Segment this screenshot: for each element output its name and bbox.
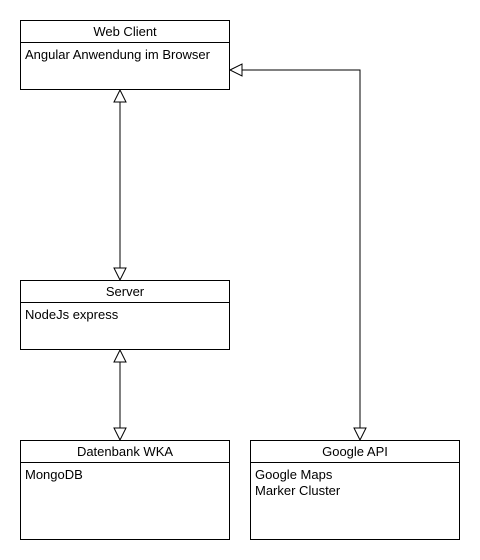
- node-google-api-line-1: Google Maps: [255, 467, 333, 482]
- node-web-client-line: Angular Anwendung im Browser: [25, 47, 210, 62]
- node-google-api-title: Google API: [251, 441, 459, 463]
- node-web-client-title: Web Client: [21, 21, 229, 43]
- arrowhead-webclient-top: [113, 88, 127, 103]
- arrowhead-webclient-right: [228, 63, 243, 77]
- node-datenbank-body: MongoDB: [21, 463, 229, 487]
- node-server-body: NodeJs express: [21, 303, 229, 327]
- node-google-api-body: Google Maps Marker Cluster: [251, 463, 459, 503]
- node-server-title: Server: [21, 281, 229, 303]
- node-server-line: NodeJs express: [25, 307, 119, 322]
- node-google-api: Google API Google Maps Marker Cluster: [250, 440, 460, 540]
- node-datenbank: Datenbank WKA MongoDB: [20, 440, 230, 540]
- node-server: Server NodeJs express: [20, 280, 230, 350]
- node-web-client: Web Client Angular Anwendung im Browser: [20, 20, 230, 90]
- arrowhead-datenbank-top: [113, 427, 127, 442]
- arrowhead-googleapi-top: [353, 427, 367, 442]
- edge-googleapi-webclient: [242, 69, 361, 428]
- node-datenbank-title: Datenbank WKA: [21, 441, 229, 463]
- arrowhead-server-bottom: [113, 348, 127, 363]
- arrowhead-server-top: [113, 267, 127, 282]
- node-google-api-line-2: Marker Cluster: [255, 483, 341, 498]
- node-datenbank-line: MongoDB: [25, 467, 83, 482]
- node-web-client-body: Angular Anwendung im Browser: [21, 43, 229, 67]
